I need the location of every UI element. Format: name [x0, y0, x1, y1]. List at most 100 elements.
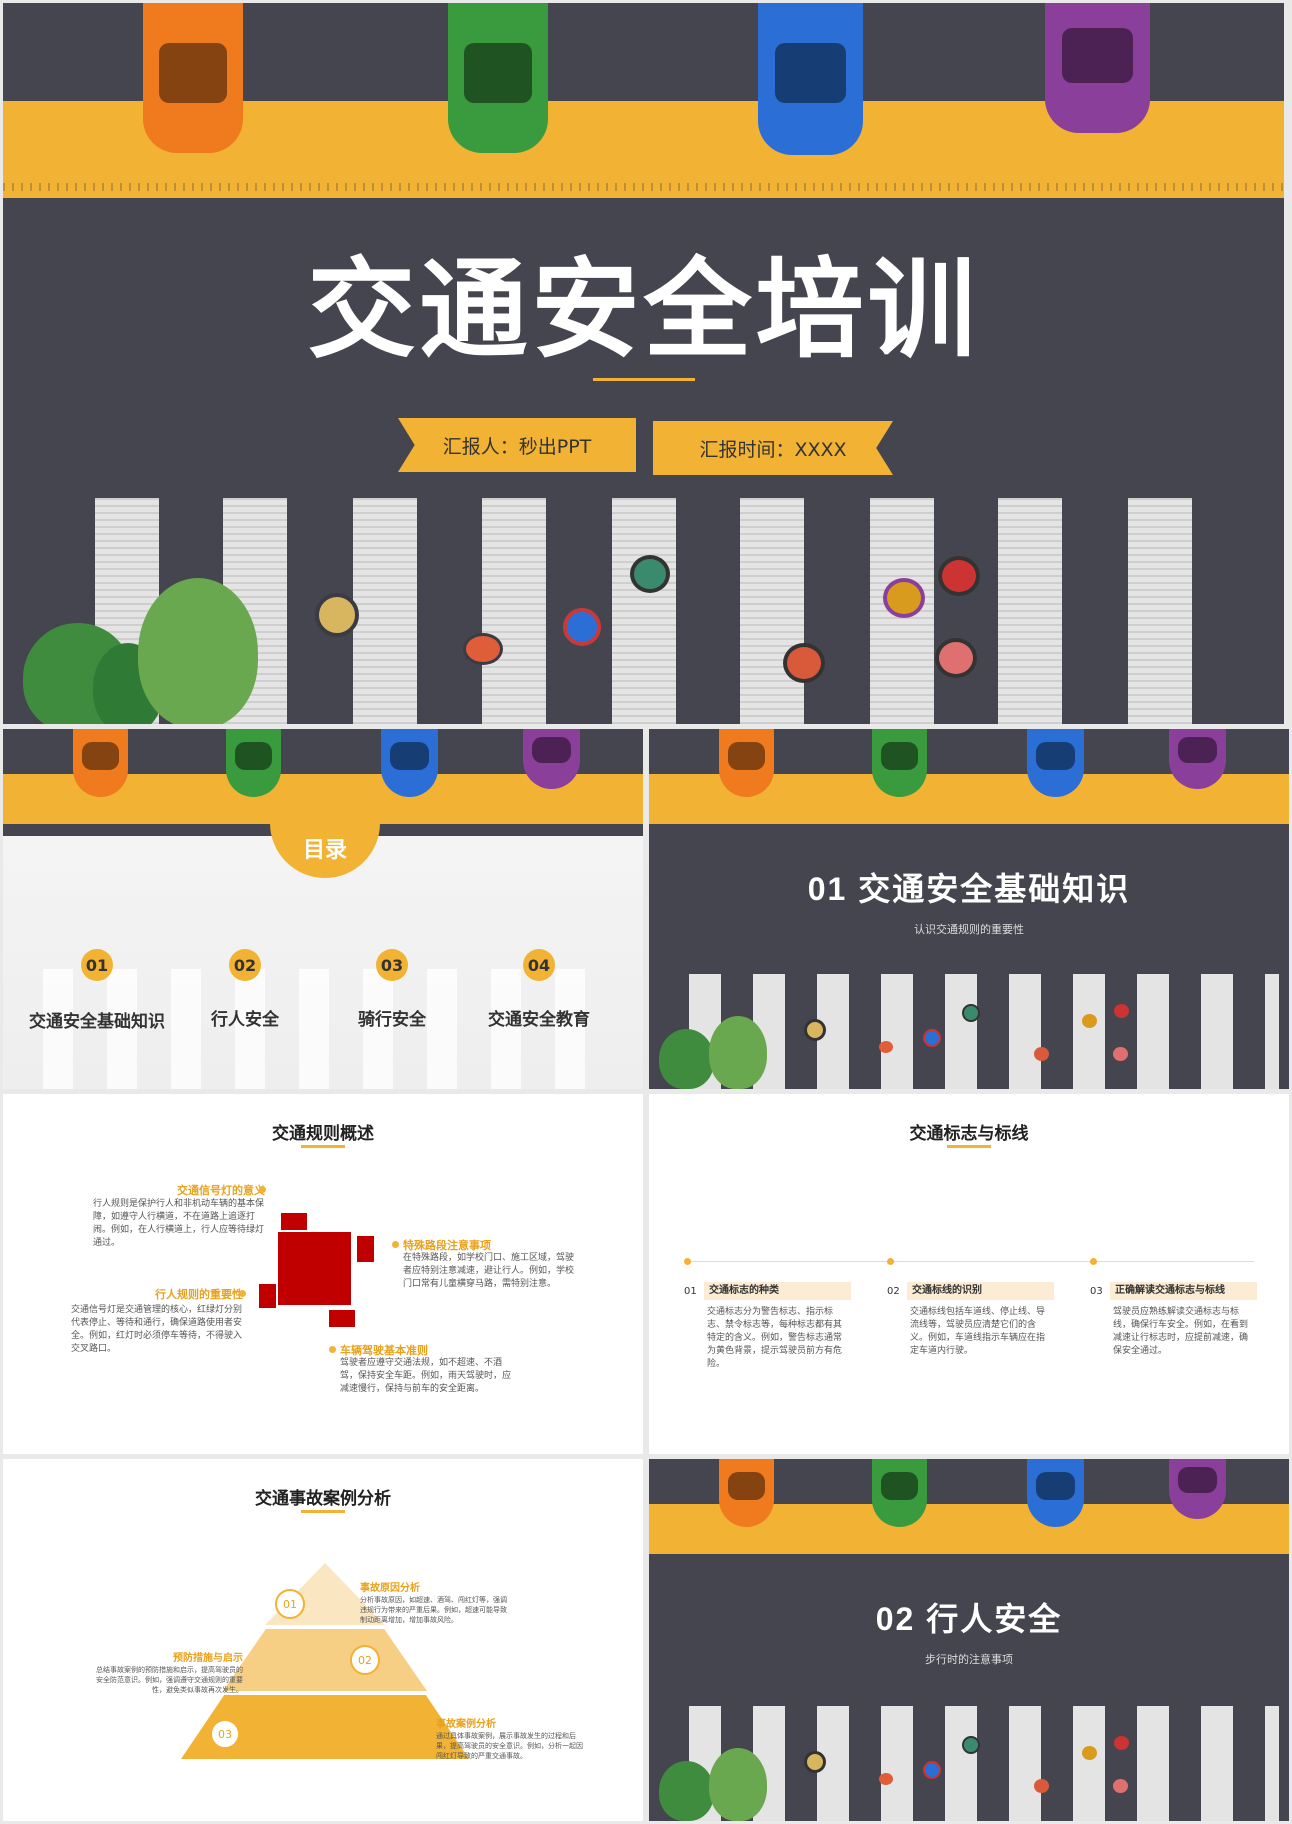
pedestrian [935, 638, 977, 678]
pedestrian [1082, 1014, 1097, 1028]
crosswalk-stripe [998, 498, 1062, 724]
pyramid-middle [223, 1629, 427, 1691]
green-car [448, 3, 548, 153]
toc-item-2[interactable]: 行人安全 [211, 1010, 279, 1030]
crosswalk-stripe [353, 498, 417, 724]
toc-item-1[interactable]: 交通安全基础知识 [29, 1012, 165, 1032]
purple-car [1169, 1459, 1226, 1519]
section1-slide[interactable]: 01 交通安全基础知识 认识交通规则的重要性 [649, 729, 1289, 1089]
pedestrian [315, 593, 359, 637]
section1-subtitle: 认识交通规则的重要性 [914, 923, 1024, 936]
toc-title: 目录 [302, 838, 347, 863]
section2-title: 02 行人安全 [875, 1601, 1063, 1637]
timeline-dot [887, 1258, 894, 1265]
blue-car [381, 729, 438, 797]
purple-car [1169, 729, 1226, 789]
rules-graphic-piece [281, 1213, 307, 1230]
pedestrian [1113, 1779, 1128, 1793]
rules-heading-3: 行人规则的重要性 [155, 1288, 243, 1301]
rules-text-4: 驾驶者应遵守交通法规，如不超速、不酒驾，保持安全车距。例如，雨天驾驶时，应减速慢… [340, 1358, 512, 1394]
pedestrian [1113, 1047, 1128, 1061]
case-text-2: 总结事故案例的预防措施和启示，提高驾驶员的安全防范意识。例如，强调遵守交通规则的… [96, 1666, 243, 1694]
pedestrian [962, 1004, 980, 1022]
cover-slide[interactable]: 交通安全培训 汇报人：秒出PPT 汇报时间：XXXX [3, 3, 1284, 724]
case-num-3: 03 [210, 1719, 240, 1749]
bush [709, 1748, 767, 1821]
signs-num-2: 02 [887, 1286, 900, 1297]
section2-slide[interactable]: 02 行人安全 步行时的注意事项 [649, 1459, 1289, 1821]
pedestrian [1034, 1047, 1049, 1061]
green-car [872, 1459, 927, 1527]
case-text-3: 通过具体事故案例，展示事故发生的过程和后果，提高驾驶员的安全意识。例如，分析一起… [436, 1732, 583, 1760]
pedestrian [1082, 1746, 1097, 1760]
rules-text-1: 行人规则是保护行人和非机动车辆的基本保障，如遵守人行横道，不在道路上追逐打闹。例… [93, 1199, 265, 1248]
pedestrian [804, 1751, 826, 1773]
cases-title: 交通事故案例分析 [255, 1489, 391, 1509]
blue-car [758, 3, 863, 155]
section2-subtitle: 步行时的注意事项 [925, 1653, 1013, 1666]
cases-slide[interactable]: 交通事故案例分析 01 02 03 事故原因分析 分析事故原因，如超速、酒驾、闯… [3, 1459, 643, 1821]
rules-graphic [278, 1232, 351, 1305]
blue-car [1027, 729, 1084, 797]
crosswalk-stripe [612, 498, 676, 724]
toc-num-4: 04 [523, 949, 555, 981]
cover-title: 交通安全培训 [307, 249, 980, 370]
bullet-dot [329, 1346, 336, 1353]
case-num-1: 01 [275, 1589, 305, 1619]
rules-text-2: 在特殊路段，如学校门口、施工区域，驾驶者应特别注意减速，避让行人。例如，学校门口… [403, 1253, 575, 1289]
pedestrian [463, 633, 503, 665]
signs-num-1: 01 [684, 1286, 697, 1297]
bush [709, 1016, 767, 1089]
crosswalk-stripe [482, 498, 546, 724]
pedestrian [783, 643, 825, 683]
purple-car [523, 729, 580, 789]
bullet-dot [239, 1290, 246, 1297]
signs-text-1: 交通标志分为警告标志、指示标志、禁令标志等，每种标志都有其特定的含义。例如，警告… [707, 1307, 843, 1369]
pedestrian [1114, 1004, 1129, 1018]
signs-heading-1: 交通标志的种类 [704, 1282, 851, 1300]
signs-text-2: 交通标线包括车道线、停止线、导流线等，驾驶员应清楚它们的含义。例如，车道线指示车… [910, 1307, 1046, 1356]
rules-graphic-piece [259, 1284, 276, 1308]
case-text-1: 分析事故原因，如超速、酒驾、闯红灯等，强调违规行为带来的严重后果。例如，超速可能… [360, 1596, 507, 1624]
signs-slide[interactable]: 交通标志与标线 01 交通标志的种类 交通标志分为警告标志、指示标志、禁令标志等… [649, 1094, 1289, 1454]
crosswalk-stripe [1128, 498, 1192, 724]
section1-title: 01 交通安全基础知识 [807, 871, 1131, 907]
bush [659, 1029, 714, 1089]
pedestrian [563, 608, 601, 646]
green-car [872, 729, 927, 797]
toc-slide[interactable]: 目录 01 交通安全基础知识 02 行人安全 03 骑行安全 04 交通安全教育 [3, 729, 643, 1089]
bullet-dot [259, 1186, 266, 1193]
pedestrian [1114, 1736, 1129, 1750]
reporter-tag: 汇报人：秒出PPT [398, 418, 636, 472]
title-underline [947, 1145, 991, 1148]
bullet-dot [392, 1241, 399, 1248]
toc-item-4[interactable]: 交通安全教育 [488, 1010, 590, 1030]
toc-item-3[interactable]: 骑行安全 [358, 1010, 426, 1030]
timeline-dot [684, 1258, 691, 1265]
green-car [226, 729, 281, 797]
signs-heading-2: 交通标线的识别 [907, 1282, 1054, 1300]
bush [138, 578, 258, 724]
rules-heading-2: 特殊路段注意事项 [403, 1239, 491, 1252]
bush [659, 1761, 714, 1821]
pedestrian [923, 1029, 941, 1047]
rules-heading-1: 交通信号灯的意义 [177, 1184, 265, 1197]
title-underline [593, 378, 695, 381]
orange-car [719, 729, 774, 797]
rules-text-3: 交通信号灯是交通管理的核心，红绿灯分别代表停止、等待和通行，确保道路使用者安全。… [71, 1305, 243, 1354]
rules-graphic-piece [329, 1310, 355, 1327]
case-num-2: 02 [350, 1645, 380, 1675]
rules-slide[interactable]: 交通规则概述 交通信号灯的意义 行人规则是保护行人和非机动车辆的基本保障，如遵守… [3, 1094, 643, 1454]
crosswalk-stripe [740, 498, 804, 724]
blue-car [1027, 1459, 1084, 1527]
crosswalk [689, 1706, 1279, 1821]
signs-text-3: 驾驶员应熟练解读交通标志与标线，确保行车安全。例如，在看到减速让行标志时，应提前… [1113, 1307, 1249, 1356]
case-heading-1: 事故原因分析 [360, 1583, 420, 1594]
rules-title: 交通规则概述 [272, 1124, 374, 1144]
timeline-line [684, 1261, 1254, 1262]
rules-heading-4: 车辆驾驶基本准则 [340, 1344, 428, 1357]
orange-car [143, 3, 243, 153]
pedestrian [879, 1041, 893, 1053]
orange-car [73, 729, 128, 797]
crosswalk [689, 974, 1279, 1089]
